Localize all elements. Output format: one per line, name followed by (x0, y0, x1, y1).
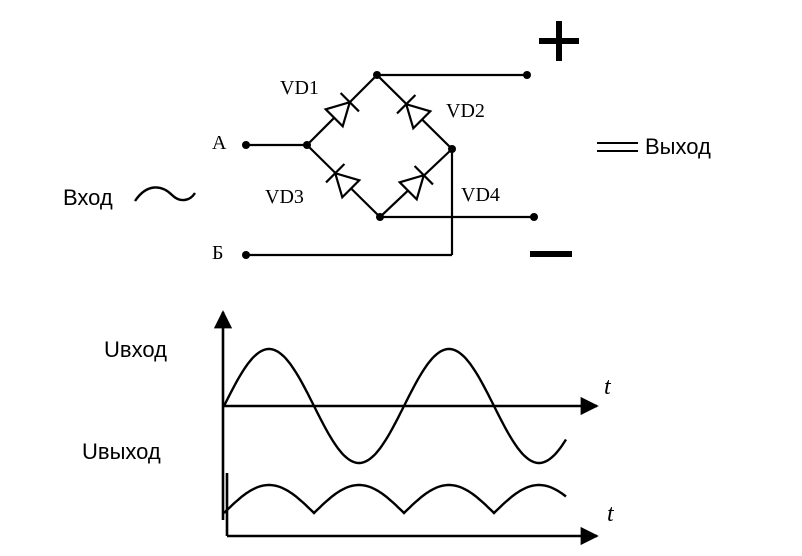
label-vd4: VD4 (461, 184, 500, 206)
label-u-in: Uвход (104, 337, 167, 362)
label-u-out: Uвыход (82, 439, 161, 464)
terminal-plus (523, 71, 531, 79)
label-t-lower: t (607, 501, 615, 527)
terminal-b (242, 251, 250, 259)
diode-vd2-symbol (396, 94, 433, 131)
label-output: Выход (645, 134, 711, 159)
diode-vd3-symbol (325, 163, 362, 200)
label-t-upper: t (604, 374, 612, 400)
plus-sign-icon (539, 21, 579, 61)
node-left (303, 141, 311, 149)
label-vd1: VD1 (280, 77, 319, 99)
terminal-minus (530, 213, 538, 221)
label-input: Вход (63, 185, 113, 210)
terminal-a (242, 141, 250, 149)
output-rectified-wave (223, 483, 567, 515)
label-vd3: VD3 (265, 186, 304, 208)
diode-vd1-symbol (323, 92, 360, 129)
label-node-a: А (212, 132, 227, 154)
ac-tilde-icon (134, 186, 197, 202)
label-vd2: VD2 (446, 100, 485, 122)
label-node-b: Б (212, 242, 223, 264)
input-sine-wave (222, 347, 568, 465)
waveform-graphs: Uвход Uвыход t t (82, 310, 615, 546)
node-right (448, 145, 456, 153)
node-bottom (376, 213, 384, 221)
bridge-circuit: VD1 VD2 VD3 VD4 А Б Вход Выход (63, 21, 711, 264)
diode-vd4-symbol (397, 165, 434, 202)
dc-symbol-icon (597, 142, 638, 152)
node-top (373, 71, 381, 79)
